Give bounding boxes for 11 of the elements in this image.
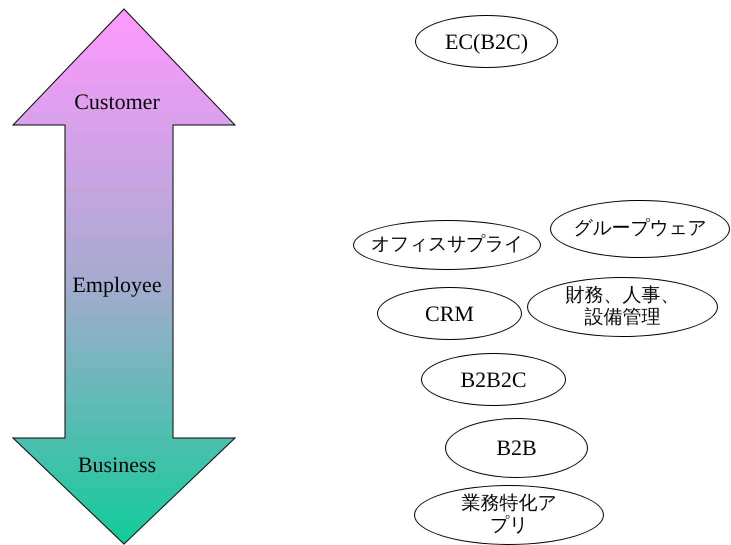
- arrow-label: Business: [78, 453, 156, 478]
- arrow-label: Customer: [74, 90, 160, 114]
- ellipse-node: EC(B2C): [415, 15, 558, 68]
- ellipse-node: 財務、人事、設備管理: [527, 277, 718, 337]
- ellipse-node: B2B2C: [421, 353, 566, 406]
- arrow-label: Employee: [72, 273, 162, 298]
- ellipse-node: CRM: [377, 287, 522, 340]
- ellipse-node: 業務特化アプリ: [414, 485, 604, 545]
- ellipse-node: B2B: [445, 418, 588, 478]
- ellipse-node: オフィスサプライ: [353, 220, 541, 270]
- ellipse-node: グループウェア: [550, 200, 730, 258]
